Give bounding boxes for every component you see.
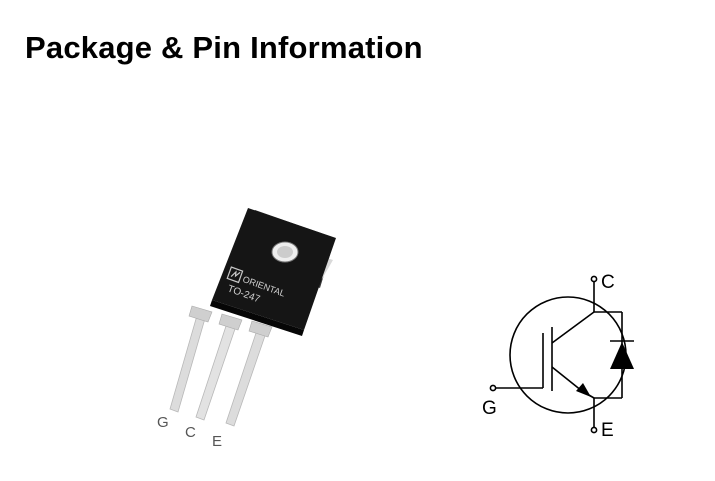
symbol-label-gate: G xyxy=(482,398,497,419)
symbol-label-collector: C xyxy=(601,272,615,293)
emitter-terminal xyxy=(590,426,598,434)
brand-logo xyxy=(226,266,244,284)
collector-terminal xyxy=(590,275,598,283)
lead-collector xyxy=(195,319,238,421)
diode-triangle xyxy=(610,342,634,369)
lead-emitter xyxy=(225,326,268,427)
to247-package-image: ORIENTAL TO-247 G C E xyxy=(157,208,336,450)
pin-label-emitter: E xyxy=(212,433,222,450)
gate-terminal xyxy=(489,384,497,392)
symbol-label-emitter: E xyxy=(601,420,614,441)
pin-label-collector: C xyxy=(185,424,196,441)
lead-gate xyxy=(169,311,207,413)
pin-label-gate: G xyxy=(157,414,169,431)
igbt-schematic-symbol: C G E xyxy=(482,272,634,441)
emitter-arrow xyxy=(576,383,591,397)
symbol-circle xyxy=(509,296,627,414)
page-title: Package & Pin Information xyxy=(25,30,423,65)
package-body xyxy=(212,208,336,330)
